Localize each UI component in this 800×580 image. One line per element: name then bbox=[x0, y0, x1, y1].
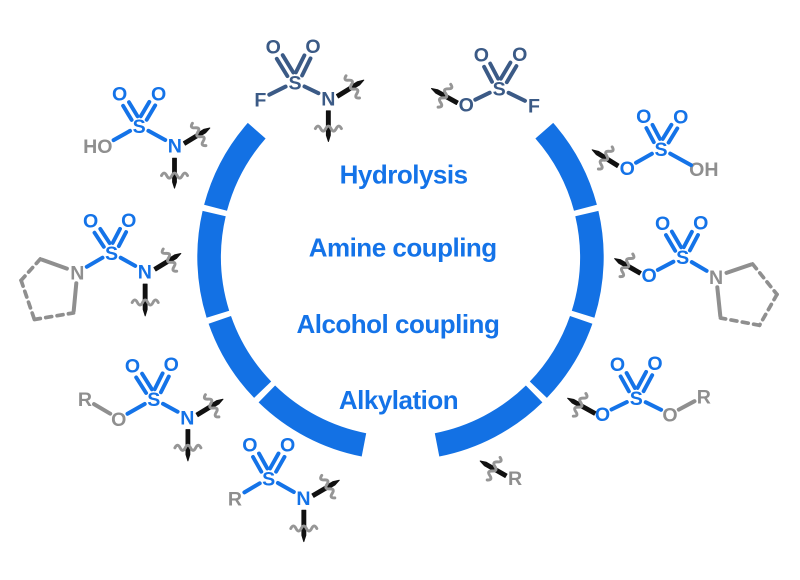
svg-text:S: S bbox=[288, 72, 301, 94]
svg-text:O: O bbox=[474, 45, 489, 67]
svg-text:O: O bbox=[459, 94, 474, 116]
svg-text:Amine coupling: Amine coupling bbox=[309, 233, 497, 263]
svg-text:S: S bbox=[133, 116, 146, 138]
svg-text:R: R bbox=[697, 387, 711, 409]
svg-text:O: O bbox=[610, 354, 625, 376]
svg-text:S: S bbox=[493, 79, 506, 101]
svg-text:O: O bbox=[641, 265, 656, 287]
svg-text:F: F bbox=[254, 90, 266, 112]
svg-text:O: O bbox=[151, 83, 166, 105]
svg-text:HO: HO bbox=[83, 136, 112, 158]
svg-text:R: R bbox=[228, 489, 242, 511]
svg-text:O: O bbox=[636, 106, 651, 128]
svg-text:O: O bbox=[125, 355, 140, 377]
svg-text:S: S bbox=[676, 247, 689, 269]
svg-text:N: N bbox=[180, 407, 194, 429]
svg-text:N: N bbox=[296, 488, 310, 510]
svg-text:O: O bbox=[595, 404, 610, 426]
svg-text:O: O bbox=[83, 211, 98, 233]
svg-text:R: R bbox=[78, 389, 92, 411]
svg-text:N: N bbox=[70, 263, 84, 285]
svg-text:S: S bbox=[630, 388, 643, 410]
svg-text:O: O bbox=[121, 210, 136, 232]
svg-text:O: O bbox=[266, 37, 281, 59]
svg-text:Alcohol coupling: Alcohol coupling bbox=[296, 309, 499, 339]
svg-text:O: O bbox=[693, 213, 708, 235]
svg-text:Alkylation: Alkylation bbox=[339, 385, 458, 415]
svg-text:O: O bbox=[112, 84, 127, 106]
svg-text:S: S bbox=[262, 468, 275, 490]
svg-text:N: N bbox=[321, 88, 335, 110]
svg-text:Hydrolysis: Hydrolysis bbox=[340, 160, 468, 190]
svg-text:OH: OH bbox=[689, 159, 718, 181]
svg-text:O: O bbox=[111, 409, 126, 431]
svg-text:O: O bbox=[164, 354, 179, 376]
svg-text:O: O bbox=[512, 44, 527, 66]
svg-text:O: O bbox=[647, 353, 662, 375]
svg-text:O: O bbox=[673, 106, 688, 128]
svg-text:S: S bbox=[147, 389, 160, 411]
svg-text:F: F bbox=[528, 96, 540, 118]
svg-text:O: O bbox=[242, 435, 257, 457]
svg-text:O: O bbox=[662, 405, 677, 427]
svg-text:N: N bbox=[709, 267, 723, 289]
svg-text:S: S bbox=[105, 243, 118, 265]
svg-text:O: O bbox=[620, 158, 635, 180]
svg-text:O: O bbox=[305, 36, 320, 58]
svg-text:S: S bbox=[654, 139, 667, 161]
svg-text:O: O bbox=[655, 213, 670, 235]
svg-text:N: N bbox=[138, 262, 152, 284]
svg-text:O: O bbox=[280, 435, 295, 457]
svg-text:N: N bbox=[168, 136, 182, 158]
svg-text:R: R bbox=[508, 468, 522, 490]
